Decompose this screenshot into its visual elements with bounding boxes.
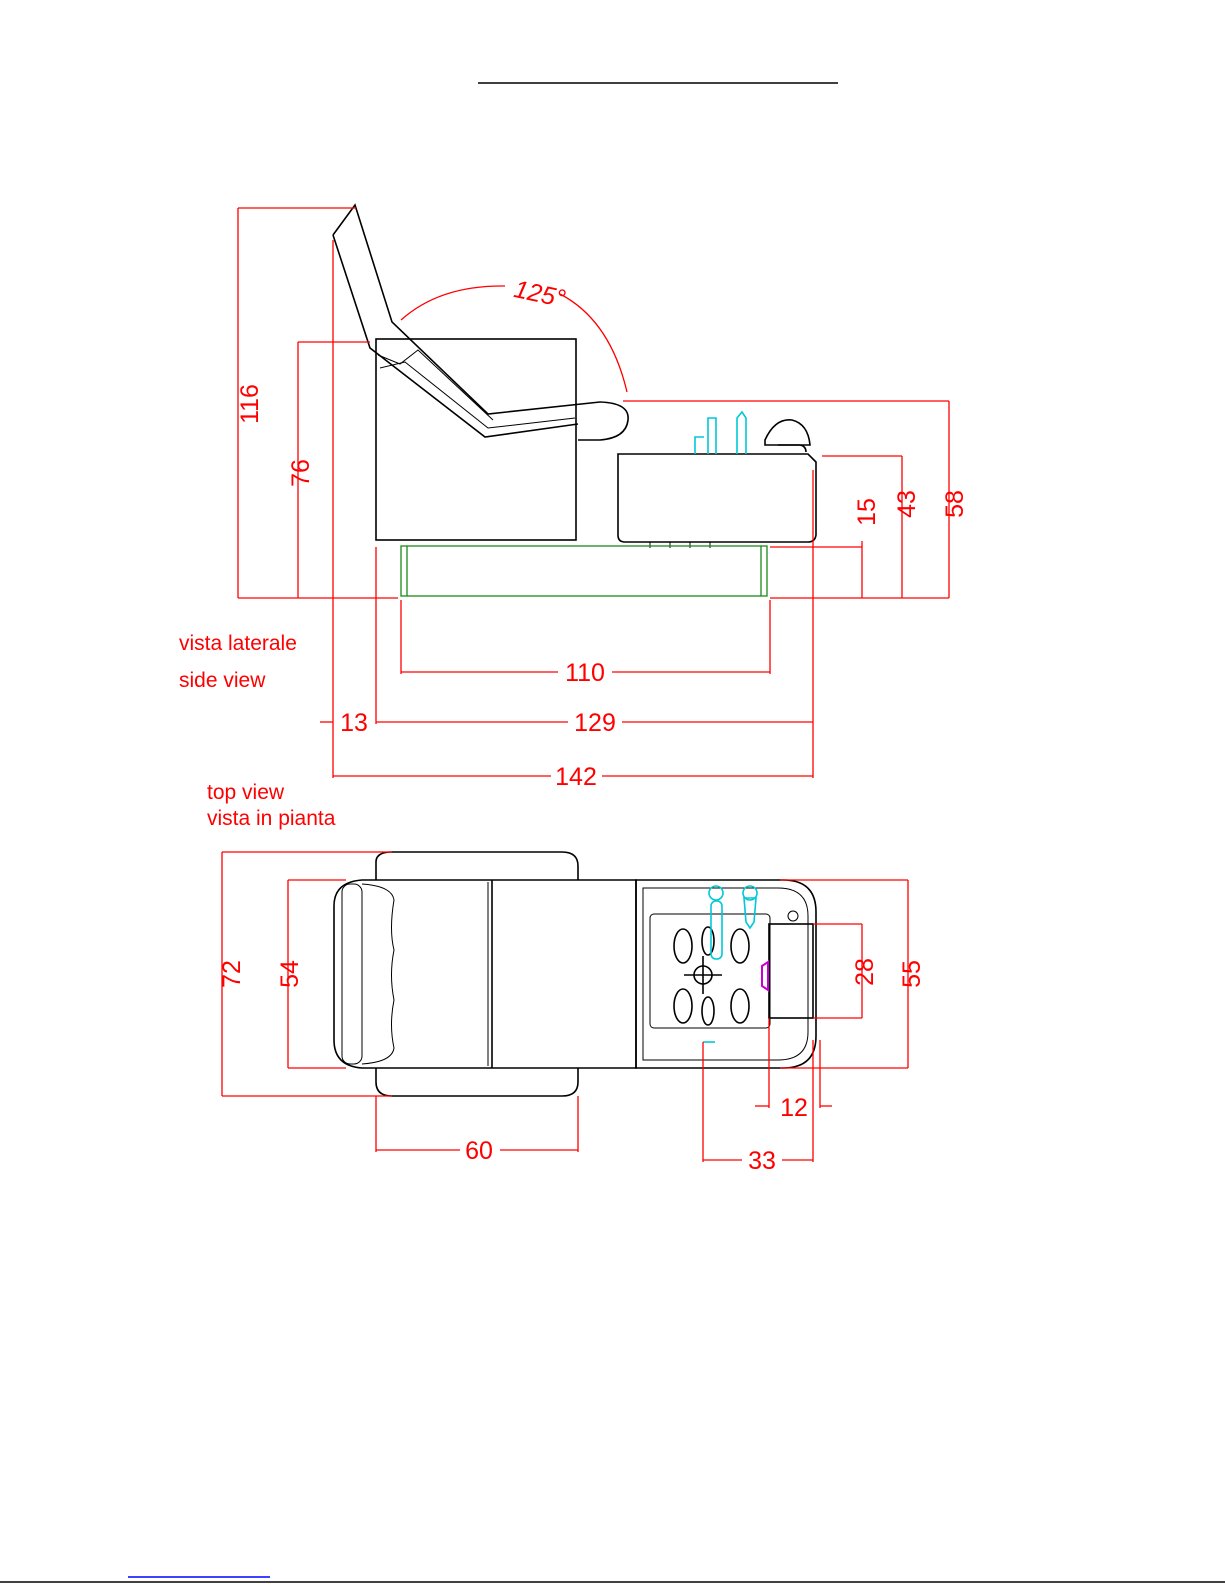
chair-side-outline <box>333 205 628 540</box>
dim-base-offset: 13 <box>340 709 368 737</box>
basin-top-outline <box>636 880 816 1068</box>
caption-side-view-en: side view <box>179 669 266 692</box>
caption-top-view-it: vista in pianta <box>207 807 336 830</box>
dim-seat-height: 76 <box>287 459 315 487</box>
dim-platform-height: 15 <box>853 498 881 526</box>
dim-platform-length: 110 <box>565 659 605 687</box>
faucet-fixtures <box>695 412 746 454</box>
platform-side <box>401 546 767 596</box>
caption-top-view-en: top view <box>207 781 285 804</box>
dim-armrest-length: 60 <box>465 1137 493 1165</box>
dim-total-length: 142 <box>555 763 597 791</box>
basin-side-outline <box>618 420 816 548</box>
dim-recline-angle: 125° <box>511 275 567 313</box>
dim-basin-width: 55 <box>898 960 926 988</box>
dim-total-height: 116 <box>236 384 264 424</box>
dim-tray-depth: 12 <box>780 1094 808 1122</box>
top-view: top view vista in pianta <box>207 781 926 1175</box>
dim-seat-width: 54 <box>276 960 304 988</box>
side-view: 116 76 125° 58 43 15 110 13 129 142 vist… <box>179 205 969 791</box>
dim-total-width: 72 <box>218 960 246 988</box>
caption-side-view-it: vista laterale <box>179 632 297 655</box>
faucet-top <box>703 886 757 1042</box>
chair-top-outline <box>334 852 636 1096</box>
dim-base-length: 129 <box>574 709 616 737</box>
dim-basin-depth: 33 <box>748 1147 776 1175</box>
side-dimension-lines <box>238 208 949 778</box>
page-footer-line <box>0 1577 1225 1582</box>
dim-basin-height: 43 <box>893 490 921 518</box>
dim-footrest-height: 58 <box>941 490 969 518</box>
dim-tray-width: 28 <box>851 958 879 986</box>
